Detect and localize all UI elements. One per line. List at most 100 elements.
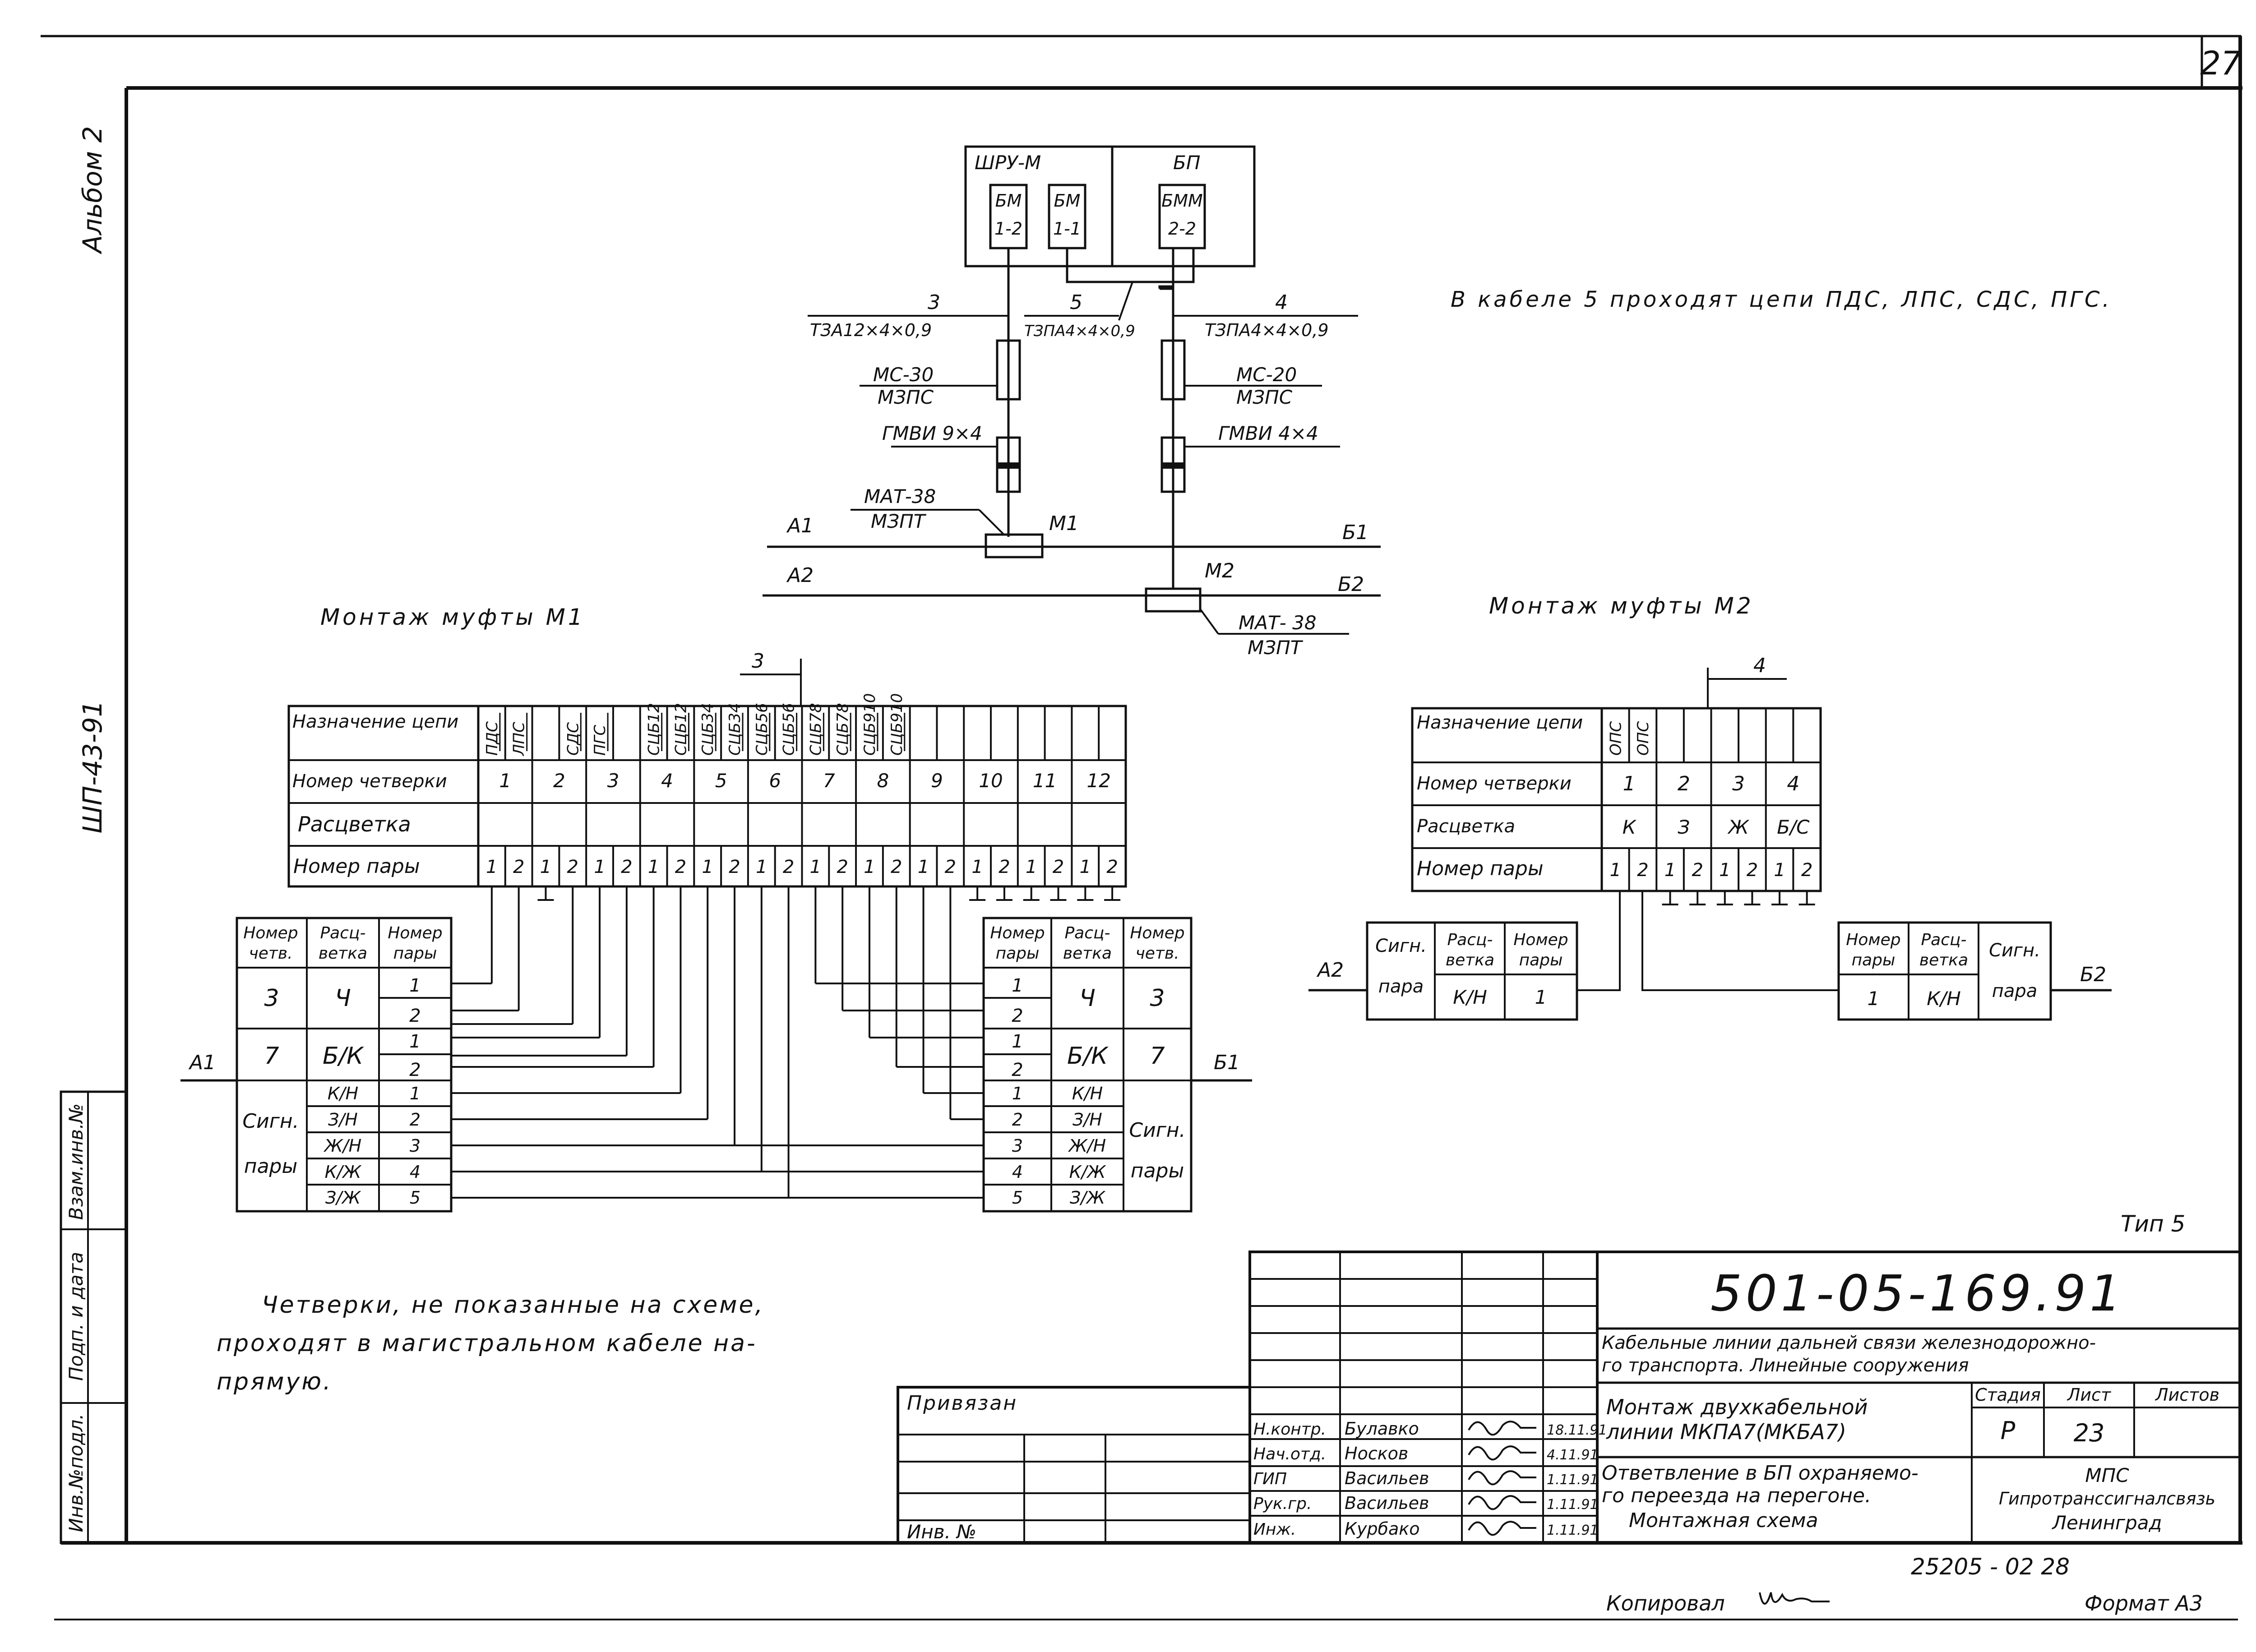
m1l-quad1: 3 [264,985,279,1012]
m1l-pair1a: 1 [409,975,421,996]
m1l-signal-2: пары [244,1155,297,1178]
m1-pair-number: 1 [648,857,659,877]
drawing-title-1: Ответвление в БП охраняемо- [1602,1462,1919,1485]
gmvi-left: ГМВИ 9×4 [882,422,982,444]
m1r-signal-pair: 5 [1012,1188,1023,1208]
coupling-m1: М1 [1049,512,1079,535]
m2-label-color: Расцветка [1417,816,1515,837]
m2l-h2: Номер [1513,931,1568,949]
title-block: 501-05-169.91 Кабельные линии дальней св… [1248,1251,2242,1544]
m2l-h1b: ветка [1446,951,1494,969]
org-3: Ленинград [2051,1512,2162,1534]
m1-pair-number: 2 [945,857,956,877]
tb-role: Н.контр. [1253,1420,1326,1439]
m1-a1: А1 [188,1051,216,1074]
m1r-h1b: пары [996,944,1040,963]
tb-date: 1.11.91 [1547,1472,1599,1488]
m1-quad-number: 8 [877,770,889,792]
sheet-value: 23 [2074,1419,2105,1447]
m1l-signal-color: Ж/Н [324,1136,361,1156]
m1-pair-number: 1 [1026,857,1037,877]
signature-scribble [1468,1495,1536,1510]
m1l-signal-color: К/Ж [325,1162,362,1182]
mat-top-top: МАТ-38 [864,485,936,508]
cable5-spec: ТЗПА4×4×0,9 [1024,322,1135,340]
stamp-sign-label: Подп. и дата [65,1252,87,1381]
m1r-signal-pair: 2 [1012,1110,1023,1130]
m2-circuit-label: ОПС [1634,721,1652,756]
top-scheme: ШРУ-М БП БМ 1-2 БМ 1-1 БММ 2-2 3 ТЗА12×4… [763,145,1381,659]
m1r-signal-pair: 3 [1012,1136,1023,1156]
m1-pair-number: 1 [756,857,767,877]
m2-quad-number: 3 [1732,772,1745,795]
m1-quad-number: 2 [553,770,565,792]
m1r-signal-1: Сигн. [1129,1119,1185,1142]
m1-pair-number: 2 [1106,857,1118,877]
m2-color: Ж [1727,816,1750,838]
m1r-h2: Расц- [1064,924,1110,942]
mc30-bottom: МЗПС [878,386,934,408]
m1l-color2: Б/К [323,1043,364,1070]
shru-box-label: ШРУ-М [975,152,1041,174]
m1r-h1: Номер [990,924,1045,942]
sheet-title-2: линии МКПА7(МКБА7) [1606,1420,1846,1444]
m1r-signal-pair: 1 [1012,1084,1023,1103]
m2l-label-1: Сигн. [1375,936,1427,956]
stamp-replace-label: Взам.инв.№ [65,1103,87,1220]
stage-value: Р [2001,1417,2016,1445]
m2r-color: К/Н [1927,988,1961,1010]
m1-circuit-label: ПГС [591,724,609,756]
m2l-label-2: пара [1378,976,1424,997]
m1r-quad2: 7 [1150,1043,1165,1070]
tb-date: 1.11.91 [1547,1497,1599,1513]
m1r-color1: Ч [1079,985,1096,1012]
m1l-signal-pair: 1 [410,1084,421,1103]
m1l-signal-color: З/Н [328,1110,358,1130]
privyazan-label: Привязан [907,1392,1017,1415]
m2r-h2b: ветка [1919,951,1968,969]
org-2: Гипротранссигналсвязь [1999,1489,2215,1509]
m1-circuit-label: СЦБ12 [645,703,663,756]
m2l-color: К/Н [1453,986,1487,1008]
m2-main-table: 4 Назначение цепи Номер четверки Расцвет… [1411,654,1822,892]
m2-pair-number: 2 [1801,860,1812,881]
m1-right-table: Номер пары Расц- ветка Номер четв. 1 2 Ч… [982,917,1252,1213]
m1r-h2b: ветка [1063,944,1112,963]
m1-pair-number: 2 [1053,857,1064,877]
inv-no-label: Инв. № [907,1521,976,1543]
block-bm11-bottom: 1-1 [1053,219,1081,239]
m1r-pair2a: 1 [1012,1031,1023,1052]
tb-name: Васильев [1345,1493,1429,1513]
m1l-h2b: ветка [319,944,367,963]
m2-b2: Б2 [2080,963,2106,986]
m1-pair-number: 2 [513,857,524,877]
m1-pair-number: 1 [594,857,605,877]
m2-circuit-label: ОПС [1607,721,1625,756]
m1l-h3: Номер [388,924,442,942]
signature-scribble [1468,1421,1536,1436]
line-a2: А2 [786,564,814,587]
m1-pair-number: 1 [864,857,875,877]
m1-b1: Б1 [1214,1051,1240,1074]
mat-bottom-top: МАТ- 38 [1239,612,1317,634]
m1-circuit-label: СДС [564,722,582,756]
signature-scribble [1468,1521,1536,1536]
mc20-bottom: МЗПС [1236,386,1293,408]
page-number: 27 [2200,44,2242,82]
m2-pair-number: 1 [1664,860,1676,881]
m1-quad-number: 4 [661,770,673,792]
m2-left-box: Сигн. пара Расц- ветка Номер пары К/Н 1 … [1308,921,1578,1021]
m2r-h1: Номер [1846,931,1900,949]
left-stamp: Инв.№подл. Подп. и дата Взам.инв.№ [60,1090,128,1544]
project-line-2: го транспорта. Линейные сооружения [1602,1355,1969,1376]
m1l-h1b: четв. [249,944,292,963]
m2-pair-number: 1 [1719,860,1730,881]
stamp-inv-label: Инв.№подл. [65,1413,87,1532]
m1-circuit-label: СЦБ910 [888,693,906,756]
m1-pair-number: 2 [999,857,1010,877]
m1-pair-number: 2 [567,857,578,877]
m1-circuit-label: СЦБ12 [672,703,690,756]
m1-quad-number: 7 [823,770,835,792]
mat-bottom-bottom: МЗПТ [1248,637,1304,659]
m1-pair-number: 2 [621,857,632,877]
